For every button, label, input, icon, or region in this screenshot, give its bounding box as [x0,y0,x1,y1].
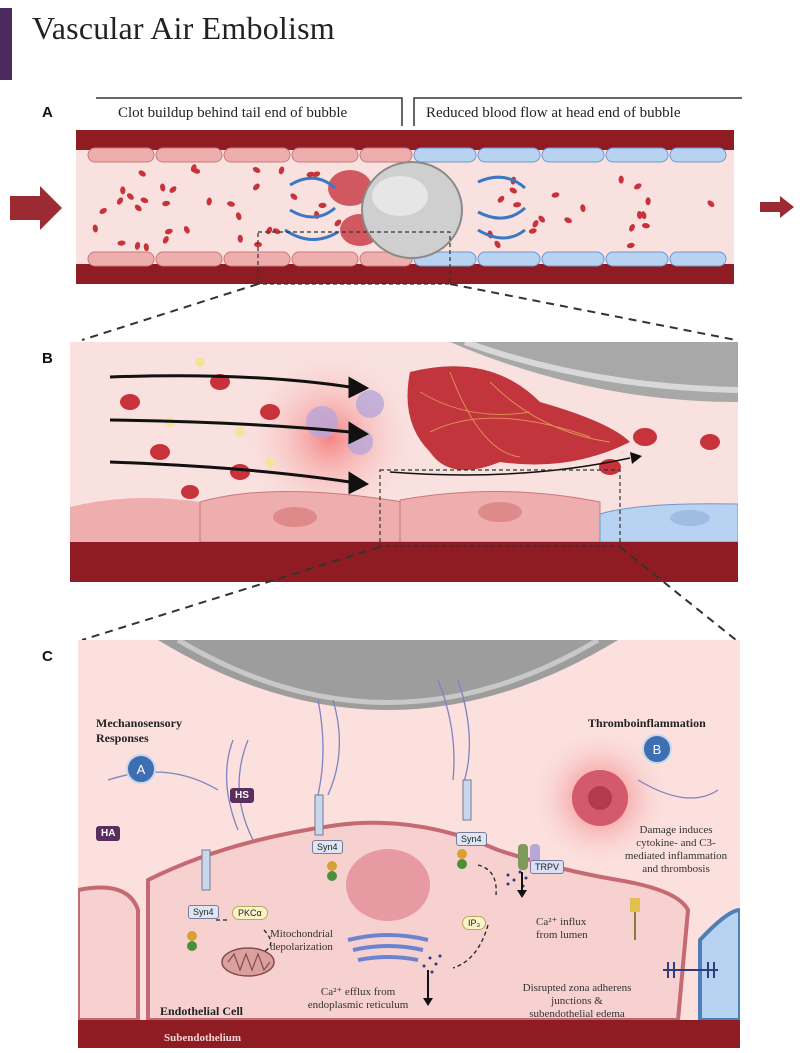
red-blood-cell [528,228,537,234]
badge-b: B [642,734,672,764]
red-blood-cell [164,228,173,235]
red-blood-cell [140,197,149,204]
red-blood-cell [580,204,586,213]
red-blood-cell [626,242,635,249]
red-blood-cell [494,240,501,249]
red-blood-cell [126,193,134,200]
red-blood-cell [143,243,149,252]
red-blood-cell [634,183,642,190]
red-blood-cell [636,211,643,219]
panel-c-label: C [42,648,53,665]
panel-a-label: A [42,104,53,121]
badge-a: A [126,754,156,784]
red-blood-cell [134,204,142,212]
thromboinflammation-label: Thromboinflammation [588,716,706,730]
pkc-alpha: PKCα [232,906,268,920]
red-blood-cell [138,170,146,177]
inflow-arrow-icon [10,186,62,230]
hs-tag: HS [230,788,254,803]
page-title: Vascular Air Embolism [32,10,335,46]
red-blood-cell [254,241,262,248]
red-blood-cell [513,202,522,208]
red-blood-cell [272,228,281,235]
ip3: IP₃ [462,916,487,930]
red-blood-cell [645,197,651,206]
red-blood-cell [120,186,126,195]
red-blood-cell [237,234,243,243]
red-blood-cell [162,200,171,207]
mito-depolarization-label: Mitochondrial depolarization [270,928,333,953]
red-blood-cell [641,223,650,229]
junctions-label: Disrupted zona adherens junctions & sube… [522,982,632,1020]
vessel-cross-section [10,130,794,285]
red-blood-cell [253,183,260,191]
red-blood-cell [551,192,560,198]
red-blood-cell [707,200,715,208]
syn4-receptor-1: Syn4 [188,905,219,919]
zoom-lines-a-b [81,283,737,341]
red-blood-cell [235,212,242,221]
red-blood-cell [334,219,342,227]
syn4-receptor-3: Syn4 [456,832,487,846]
red-blood-cell [206,197,212,206]
panel-a-brackets [96,97,742,126]
subendothelium-label: Subendothelium [164,1032,242,1044]
ca-efflux-label: Ca²⁺ efflux from endoplasmic reticulum [307,986,409,1011]
red-blood-cell [92,224,98,233]
red-blood-cell [183,226,190,234]
trpv-channel: TRPV [530,860,565,874]
red-blood-cell [306,171,315,178]
caption-reduced-flow: Reduced blood flow at head end of bubble [426,105,681,121]
red-blood-cell [116,197,124,205]
red-blood-cell [169,186,177,193]
red-blood-cell [618,175,624,184]
red-blood-cell [312,171,321,178]
ha-tag: HA [96,826,121,841]
red-blood-cell [278,166,285,175]
red-blood-cell [162,236,169,244]
syn4-receptor-2: Syn4 [312,840,343,854]
mechanosensory-label: Mechanosensory Responses [96,716,182,745]
endothelial-cell-label: Endothelial Cell [160,1004,244,1018]
red-blood-cell [160,183,166,192]
caption-clot-buildup: Clot buildup behind tail end of bubble [118,105,348,121]
red-blood-cell [497,195,505,203]
red-blood-cell [629,224,635,232]
red-blood-cell [252,167,261,173]
damage-label: Damage induces cytokine- and C3-mediated… [624,824,728,875]
red-blood-cell [99,207,107,215]
red-blood-cell [134,241,141,250]
red-blood-cell [564,217,572,224]
red-blood-cell [227,201,235,207]
title-accent-bar [0,8,12,80]
clot-closeup [70,342,738,582]
outflow-arrow-icon [760,196,794,218]
zoom-lines-b-c [81,546,737,641]
ca-influx-label: Ca²⁺ influx from lumen [536,916,588,941]
red-blood-cell [640,211,647,220]
red-blood-cell [509,187,517,194]
red-blood-cell [318,202,327,209]
red-blood-cell [117,240,126,246]
red-blood-cell [190,164,197,172]
red-blood-cell [290,193,298,200]
panel-b-label: B [42,350,53,367]
red-blood-cell [532,220,539,228]
red-blood-cell [538,215,546,223]
